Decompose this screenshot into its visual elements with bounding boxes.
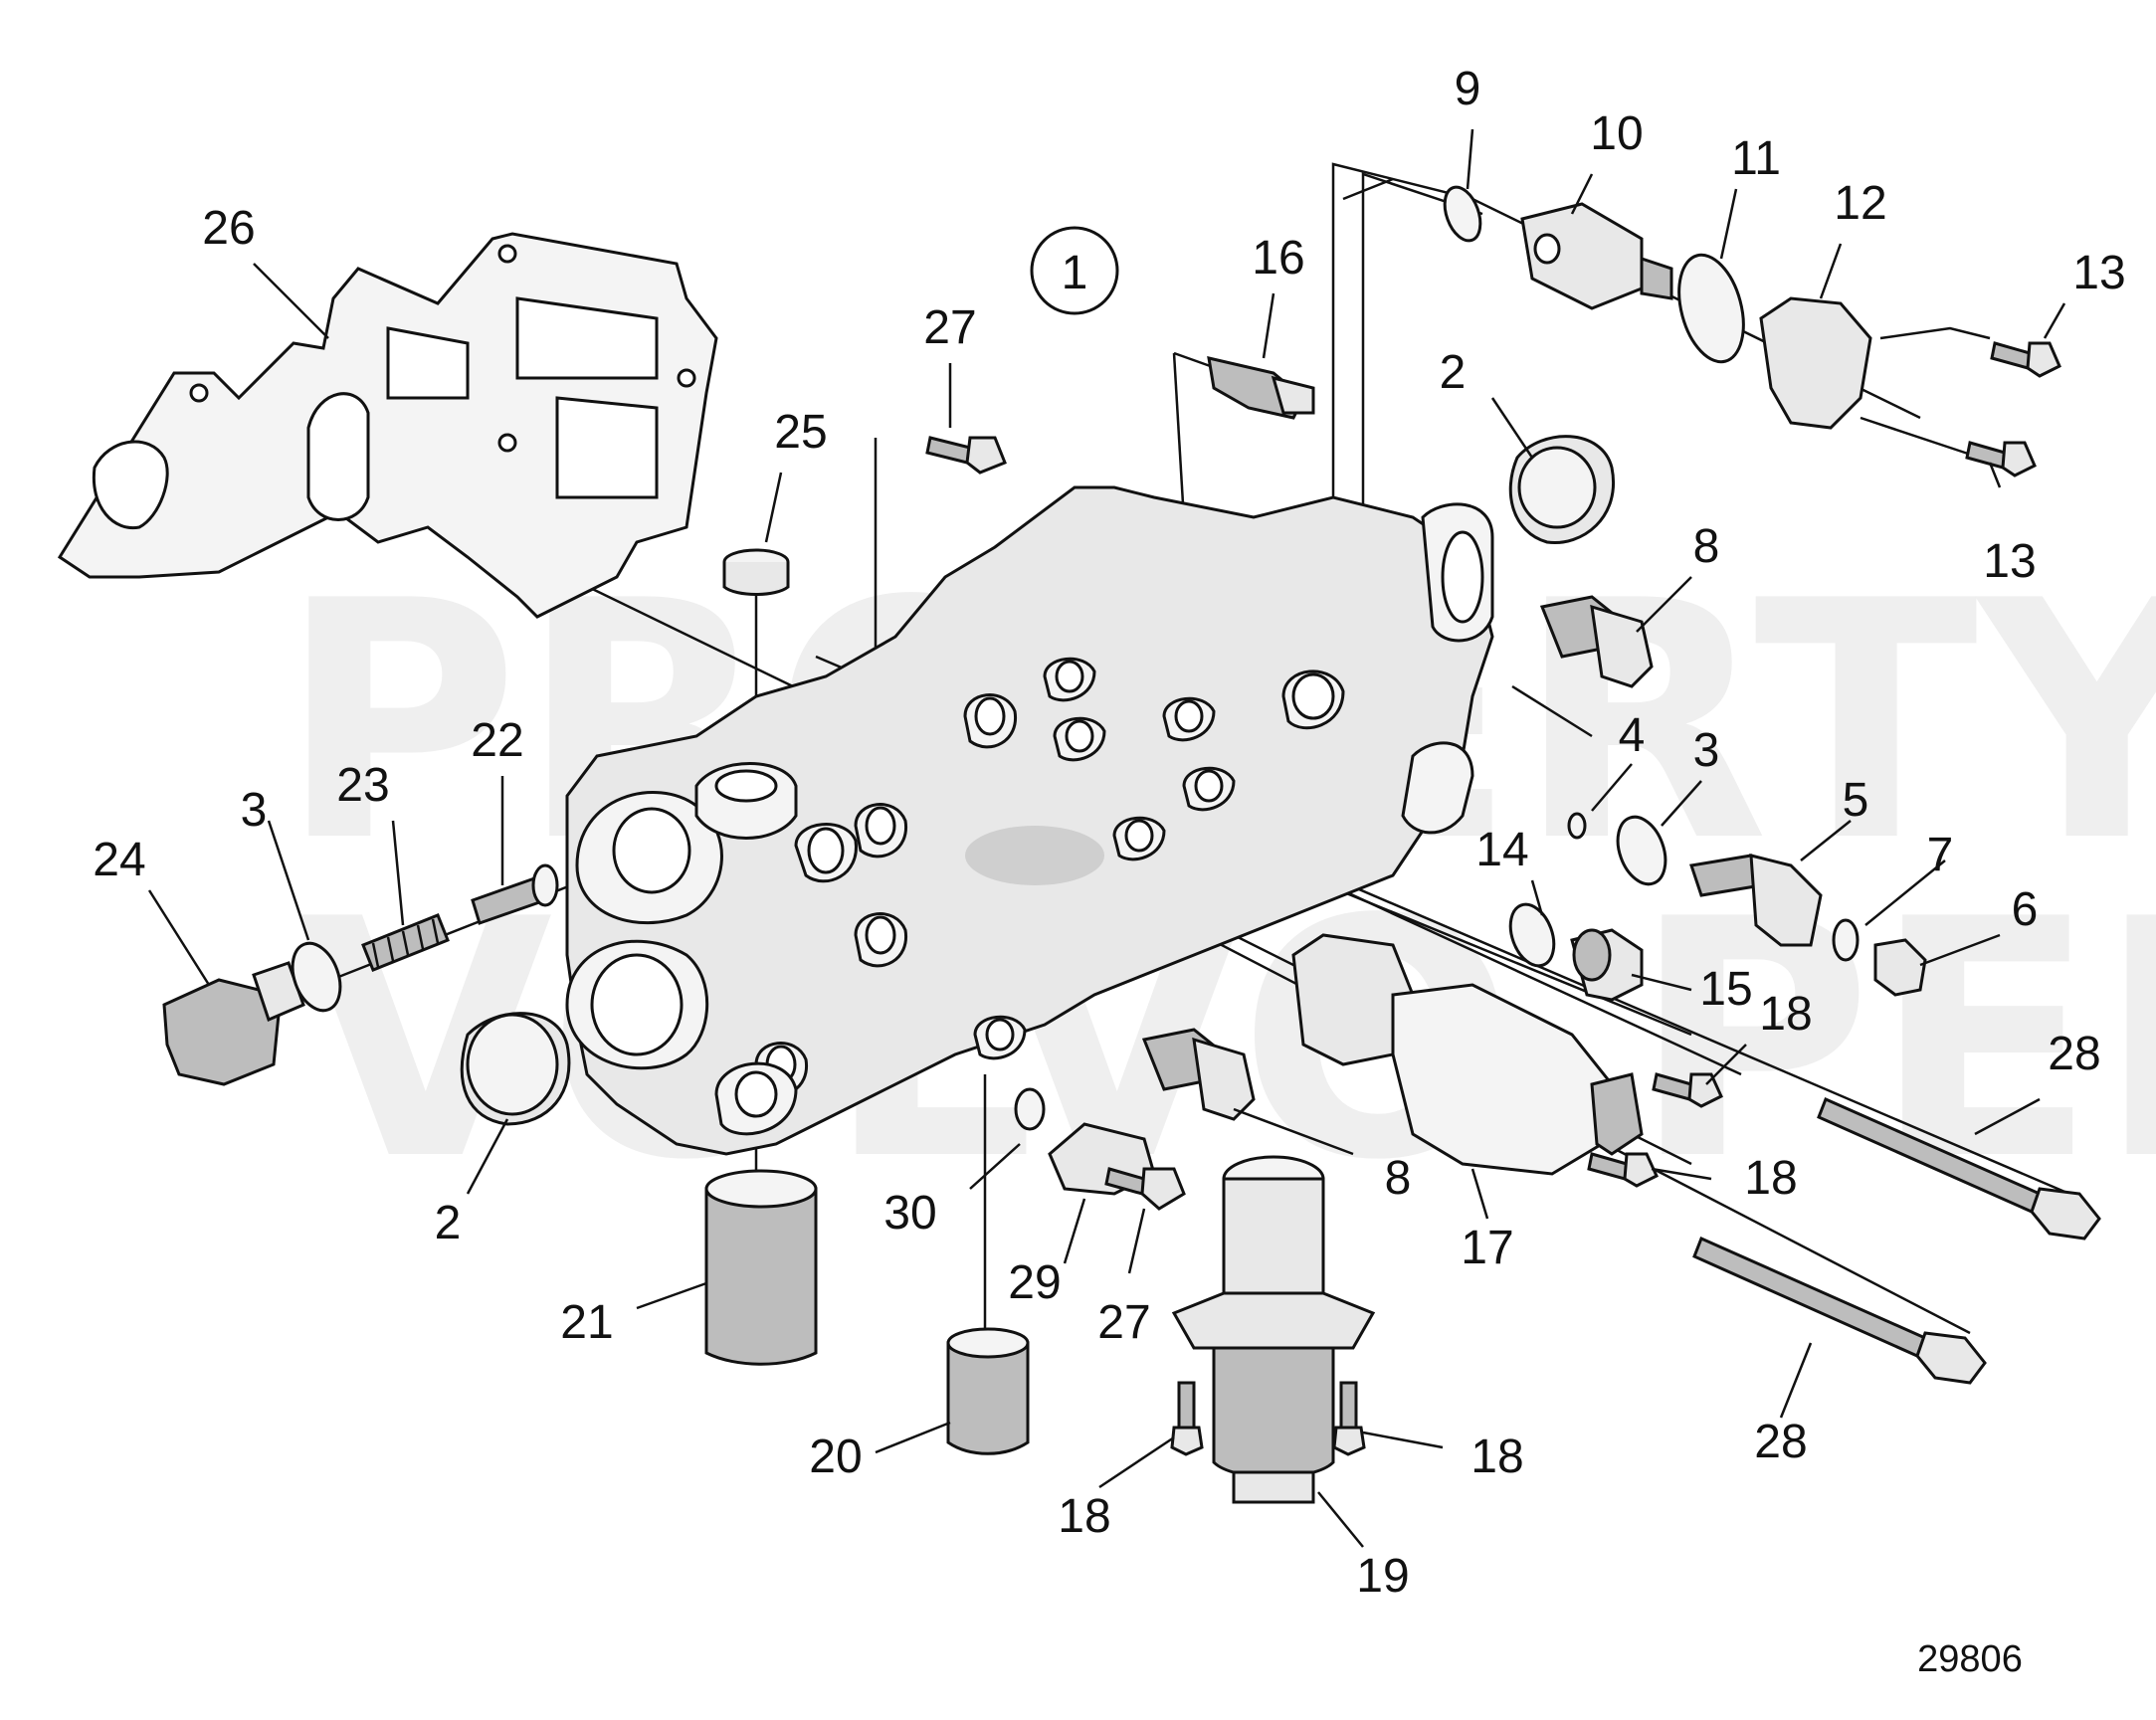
o-ring-part-9 — [1443, 185, 1482, 243]
plug-part-24 — [162, 961, 305, 1086]
o-ring-part-3-left — [291, 941, 342, 1013]
callout-22: 22 — [471, 714, 523, 767]
callout-6: 6 — [2012, 883, 2039, 936]
callout-11: 11 — [1731, 132, 1781, 185]
callout-27-upper: 27 — [923, 301, 976, 354]
callout-24: 24 — [93, 834, 145, 886]
callout-9: 9 — [1455, 63, 1481, 115]
callout-27-lower: 27 — [1097, 1296, 1150, 1349]
callout-labels: 26 25 27 16 2 9 10 11 12 13 13 8 4 3 5 7… — [93, 63, 2125, 1603]
callout-15: 15 — [1699, 963, 1752, 1016]
sensor-part-16 — [1207, 356, 1315, 420]
callout-13-upper: 13 — [2072, 247, 2125, 299]
bolt-part-18-a — [1652, 1072, 1723, 1108]
o-ring-part-14 — [1508, 902, 1556, 968]
bolt-part-27-upper — [925, 436, 1007, 475]
callout-20: 20 — [809, 1431, 862, 1483]
callout-8-lower: 8 — [1385, 1152, 1412, 1205]
callout-16: 16 — [1252, 232, 1304, 285]
sleeve-part-21 — [704, 1169, 818, 1366]
callout-13-lower: 13 — [1983, 535, 2036, 588]
callout-4: 4 — [1619, 709, 1646, 762]
callout-8-upper: 8 — [1693, 520, 1720, 573]
callout-29: 29 — [1008, 1256, 1061, 1309]
plug-part-15 — [1570, 928, 1644, 1002]
plug-part-6 — [1873, 938, 1927, 997]
callout-18-c: 18 — [1058, 1490, 1110, 1543]
callout-2-right: 2 — [1440, 346, 1467, 399]
o-ring-part-3-right — [1616, 815, 1667, 886]
callout-19: 19 — [1356, 1550, 1409, 1603]
document-number: 29806 — [1917, 1638, 2023, 1680]
callout-18-a: 18 — [1759, 988, 1812, 1041]
o-ring-part-11 — [1677, 253, 1745, 364]
callout-5: 5 — [1843, 774, 1869, 827]
housing — [565, 485, 1494, 1156]
callout-18-b: 18 — [1744, 1152, 1797, 1205]
callout-21: 21 — [560, 1296, 613, 1349]
callout-18-d: 18 — [1470, 1431, 1523, 1483]
callout-25: 25 — [774, 406, 827, 459]
valve-part-5 — [1689, 854, 1823, 947]
group-marker: 1 — [1030, 226, 1119, 315]
callout-30: 30 — [883, 1187, 936, 1240]
washer-part-7 — [1832, 918, 1860, 962]
callout-23: 23 — [336, 759, 389, 812]
spring-part-23 — [361, 913, 450, 972]
valve-part-19 — [1171, 1155, 1376, 1504]
bolt-part-18-b — [1587, 1152, 1659, 1188]
callout-17: 17 — [1461, 1222, 1513, 1274]
callout-2-left: 2 — [435, 1197, 462, 1249]
callout-12: 12 — [1834, 177, 1886, 230]
bolt-part-28-lower — [1692, 1236, 1987, 1385]
group-marker-number: 1 — [1062, 247, 1088, 299]
cap-part-2-left — [460, 1012, 571, 1126]
bolt-part-28-upper — [1817, 1096, 2101, 1241]
valve-part-10 — [1520, 202, 1673, 310]
bolt-part-13-lower — [1965, 441, 2037, 478]
valve-part-22 — [471, 863, 559, 925]
callout-28-upper: 28 — [2048, 1028, 2100, 1080]
bolt-part-18-d — [1332, 1381, 1366, 1456]
callout-26: 26 — [202, 202, 255, 255]
leader-lines — [147, 128, 2066, 1548]
callout-3-right: 3 — [1693, 724, 1720, 777]
callout-10: 10 — [1590, 107, 1643, 160]
bolt-part-27-lower — [1104, 1167, 1186, 1211]
bolt-part-18-c — [1170, 1381, 1204, 1456]
solenoid-part-17 — [1291, 933, 1644, 1176]
sensor-part-8-lower — [1141, 1028, 1256, 1121]
bolt-part-13-upper — [1990, 341, 2061, 378]
cap-part-2-right — [1508, 435, 1615, 545]
washer-part-30 — [1014, 1087, 1046, 1131]
cover-part-12 — [1759, 296, 1872, 430]
plug-part-25 — [722, 548, 790, 596]
callout-28-lower: 28 — [1754, 1416, 1807, 1468]
callout-7: 7 — [1927, 829, 1954, 881]
sleeve-part-20 — [946, 1327, 1030, 1455]
sensor-part-8-upper — [1539, 595, 1654, 688]
gasket-part-26 — [57, 232, 718, 619]
callout-14: 14 — [1475, 824, 1528, 876]
callout-3-left: 3 — [241, 784, 268, 837]
o-ring-part-4 — [1567, 812, 1587, 840]
